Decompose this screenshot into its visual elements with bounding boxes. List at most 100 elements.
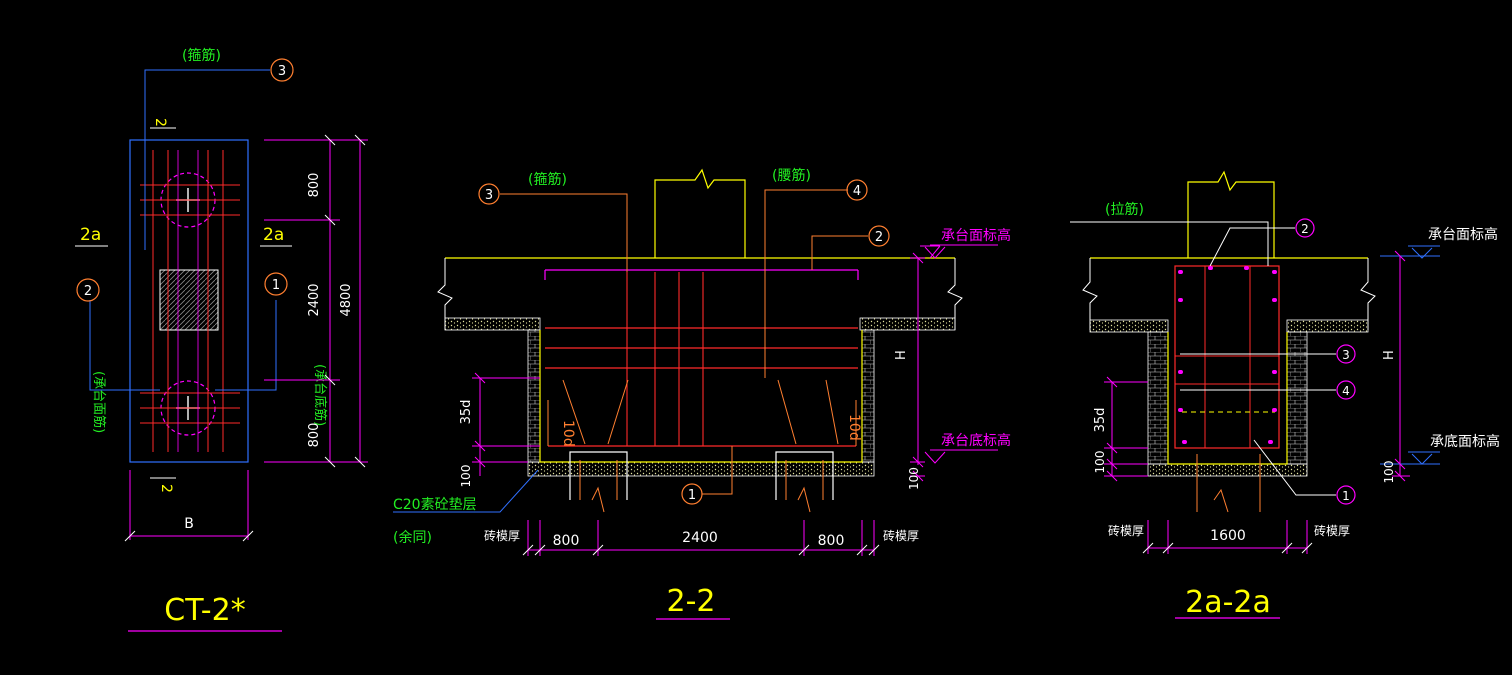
s2a-cage-dots [1178, 266, 1277, 444]
s2a-slab-left [1089, 319, 1169, 333]
s22-top-bubble [868, 225, 890, 247]
s22-waist-label: (腰筋) [772, 167, 811, 184]
s22-bottom-elev-line [924, 449, 998, 464]
s22-main-bars [545, 327, 858, 447]
s22-bed-note: C20素砼垫层 [393, 497, 477, 513]
s22-hook-right: 10d [846, 414, 862, 441]
s22-bottom-dim [527, 520, 875, 556]
s22-pile-right-bars [785, 460, 824, 513]
s22-brick-left [527, 329, 541, 463]
s22-height-mark: H [894, 350, 909, 360]
s2a-tie-leader [1070, 221, 1269, 266]
s22-brick-right [861, 329, 875, 463]
s22-anchor-bars [547, 379, 857, 446]
s2a-brick-left [1147, 331, 1169, 465]
s22-anchor-left: 35d [459, 400, 474, 425]
s22-brick-left: 砖模厚 [484, 528, 520, 543]
plan-column [159, 269, 219, 331]
s2a-brick-left: 砖模厚 [1108, 523, 1144, 538]
plan-right-bar-label: (承台底筋) [312, 364, 328, 426]
section-2-2: 3 4 2 1 (箍筋) (腰筋) 10d 10d 承台面标高 承台底标高 H … [393, 167, 1011, 620]
plan-section-mark-lines [75, 127, 292, 479]
plan-dim-bottom: 800 [307, 423, 322, 448]
s2a-height-mark: H [1382, 350, 1397, 360]
plan-column-lines [177, 150, 199, 452]
plan-left-bubble-number: 2 [84, 284, 92, 299]
s2a-anchor: 35d [1093, 408, 1108, 433]
plan-dim-total: 4800 [339, 283, 354, 316]
s2a-leader-1 [1253, 439, 1336, 496]
s22-bed-leader [393, 469, 539, 513]
s2a-bubble-4-number: 4 [1342, 384, 1350, 398]
plan-rebars-vertical [152, 150, 224, 452]
plan-stirrup-bubble [270, 58, 294, 82]
s2a-brick-right: 砖模厚 [1314, 523, 1350, 538]
s22-dim-left: 800 [553, 533, 580, 549]
plan-stirrup-leader [144, 69, 270, 250]
plan-cap-outline [129, 139, 249, 463]
s2a-rebar-cage [1174, 265, 1280, 449]
s22-top-elev-marker [924, 246, 946, 259]
s22-break-right [947, 258, 963, 330]
s22-bottom-leader [702, 446, 733, 495]
plan-right-bubble-number: 1 [272, 278, 280, 293]
s22-stirrups [626, 272, 704, 446]
s22-top-bar-ticks [544, 270, 859, 280]
s22-waist-bubble [846, 179, 868, 201]
s2a-bottom-elev: 承底面标高 [1430, 433, 1500, 450]
s22-waist-leader [764, 189, 848, 378]
s22-top-elev-line [920, 244, 998, 259]
s22-slab-right [859, 317, 956, 331]
s2a-bubble-2 [1295, 218, 1315, 238]
s22-bottom-bubble [681, 483, 703, 505]
s22-height-dim [910, 252, 925, 482]
s2a-column [1187, 170, 1275, 258]
s2a-bubble-4 [1336, 380, 1356, 400]
s22-bed-dim: 100 [459, 465, 473, 488]
s22-bottom-elev: 承台底标高 [941, 432, 1011, 449]
s22-bed-note-2: (余同) [393, 529, 432, 546]
s22-column [654, 168, 746, 258]
s22-hook-left: 10d [560, 420, 576, 447]
s2a-bed-layer [1147, 463, 1308, 477]
s2a-pile [1196, 454, 1261, 513]
plan-title: CT-2* [164, 593, 245, 628]
plan-left-bar-label: (承台面筋) [91, 371, 107, 433]
s2a-bubble-1-number: 1 [1342, 489, 1350, 503]
s2a-bubble-2-number: 2 [1301, 222, 1309, 236]
s22-brick-right: 砖模厚 [883, 528, 919, 543]
s2a-bed-dim-right: 100 [1382, 461, 1396, 484]
plan-rebars-bottom [140, 392, 240, 424]
s2a-break-left [1082, 258, 1098, 330]
s22-pile-right [775, 451, 834, 500]
s22-waist-bubble-number: 4 [853, 184, 861, 199]
plan-view: 2 2 2a 2a 3 2 1 (箍筋) (承台面筋) (承台底筋) 800 2… [75, 47, 368, 632]
s2a-bubble-3-number: 3 [1342, 348, 1350, 362]
s2a-break-right [1360, 258, 1376, 330]
plan-rebars-top [140, 184, 240, 216]
plan-section-mark-bottom: 2 [158, 484, 174, 493]
plan-left-bubble [76, 278, 100, 302]
s2a-bed-dim: 100 [1093, 451, 1107, 474]
s22-break-left [437, 258, 453, 330]
s22-bottom-dim-ticks [522, 544, 880, 556]
s2a-anchor-dim [1104, 376, 1148, 482]
s2a-cap-outline [1167, 332, 1288, 465]
plan-section-mark-top: 2 [152, 118, 168, 127]
s2a-top-elev: 承台面标高 [1428, 226, 1498, 243]
plan-dim-ticks [124, 134, 366, 542]
s2a-bottom-dim [1147, 520, 1308, 554]
s2a-dim-width: 1600 [1210, 528, 1246, 544]
s2a-title: 2a-2a [1185, 585, 1271, 620]
s2a-brick-right [1286, 331, 1308, 465]
section-2a-2a: 2 3 4 1 (拉筋) 承台面标高 承底面标高 H 100 35d 100 砖… [1070, 170, 1500, 620]
plan-right-mark: 2a [263, 225, 284, 245]
plan-dim-lines [129, 139, 368, 540]
s22-cap-outline [539, 330, 863, 463]
s22-pile-left-bars [579, 460, 618, 513]
plan-left-mark: 2a [80, 225, 101, 245]
plan-dim-width: B [184, 516, 194, 532]
s22-stirrup-bubble [478, 183, 500, 205]
